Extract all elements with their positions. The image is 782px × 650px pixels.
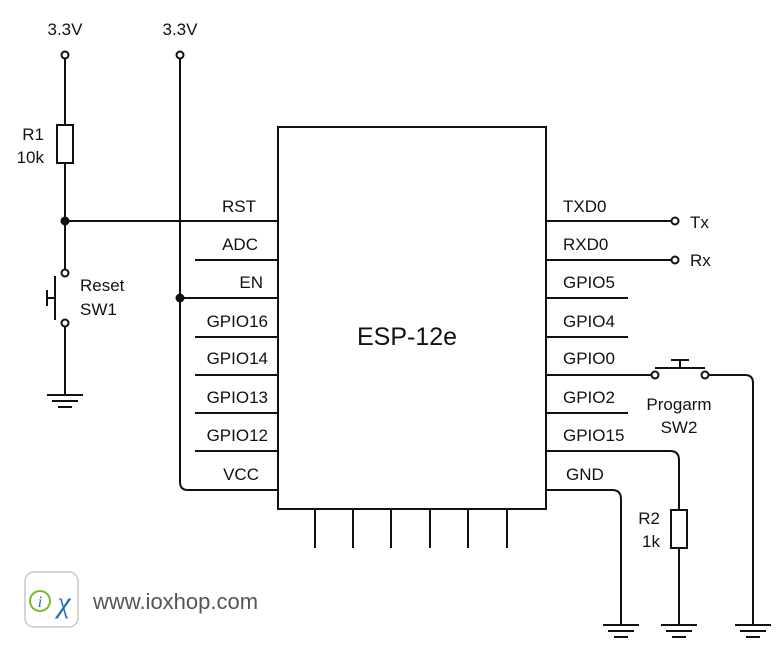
tx-terminal xyxy=(670,216,680,226)
r2-ref: R2 xyxy=(638,509,660,528)
wire-gpio15 xyxy=(546,450,680,510)
ground-symbol xyxy=(603,624,639,638)
supply-terminal-left xyxy=(60,50,70,60)
sw1-terminal xyxy=(60,268,70,278)
ground-symbol xyxy=(735,624,771,638)
left-pin-stubs xyxy=(195,259,278,452)
ground-symbol xyxy=(47,394,83,408)
pin-label-rst: RST xyxy=(222,197,256,216)
ground-symbol xyxy=(661,624,697,638)
wire-sw2-ground xyxy=(709,374,754,625)
bottom-pin-stubs xyxy=(314,509,508,548)
sw2-terminal xyxy=(700,370,710,380)
pin-label-gpio4: GPIO4 xyxy=(563,312,615,331)
sw2-ref: SW2 xyxy=(661,418,698,437)
sw1-ref: SW1 xyxy=(80,300,117,319)
supply-label-right: 3.3V xyxy=(163,20,199,39)
resistor-r2 xyxy=(670,509,688,549)
sw2-name: Progarm xyxy=(646,395,711,414)
tx-label: Tx xyxy=(690,213,709,232)
watermark-url: www.ioxhop.com xyxy=(92,589,258,614)
pin-label-adc: ADC xyxy=(222,235,258,254)
pin-label-gnd: GND xyxy=(566,465,604,484)
pin-label-vcc: VCC xyxy=(223,465,259,484)
sw2-terminal xyxy=(650,370,660,380)
pin-label-gpio13: GPIO13 xyxy=(207,388,268,407)
r1-value: 10k xyxy=(17,148,45,167)
rx-label: Rx xyxy=(690,251,711,270)
pin-label-rxd0: RXD0 xyxy=(563,235,608,254)
r2-value: 1k xyxy=(642,532,660,551)
pin-label-gpio2: GPIO2 xyxy=(563,388,615,407)
rx-terminal xyxy=(670,255,680,265)
pin-label-gpio0: GPIO0 xyxy=(563,349,615,368)
supply-terminal-right xyxy=(175,50,185,60)
sw1-name: Reset xyxy=(80,276,125,295)
pin-label-txd0: TXD0 xyxy=(563,197,606,216)
right-pin-stubs xyxy=(546,297,628,414)
pin-label-gpio5: GPIO5 xyxy=(563,273,615,292)
pin-label-gpio15: GPIO15 xyxy=(563,426,624,445)
wire-gnd xyxy=(546,489,622,625)
svg-text:i: i xyxy=(38,594,42,611)
sw1-terminal xyxy=(60,318,70,328)
ioxhop-logo: i χ xyxy=(24,571,79,628)
svg-text:χ: χ xyxy=(54,586,71,619)
pin-label-gpio12: GPIO12 xyxy=(207,426,268,445)
r1-ref: R1 xyxy=(22,125,44,144)
chip-name: ESP-12e xyxy=(357,323,457,351)
esp12e-module xyxy=(277,126,547,510)
wire-vcc xyxy=(179,58,278,491)
pin-label-en: EN xyxy=(239,273,263,292)
pin-label-gpio14: GPIO14 xyxy=(207,349,268,368)
resistor-r1 xyxy=(56,124,74,164)
supply-label-left: 3.3V xyxy=(48,20,84,39)
pin-label-gpio16: GPIO16 xyxy=(207,312,268,331)
